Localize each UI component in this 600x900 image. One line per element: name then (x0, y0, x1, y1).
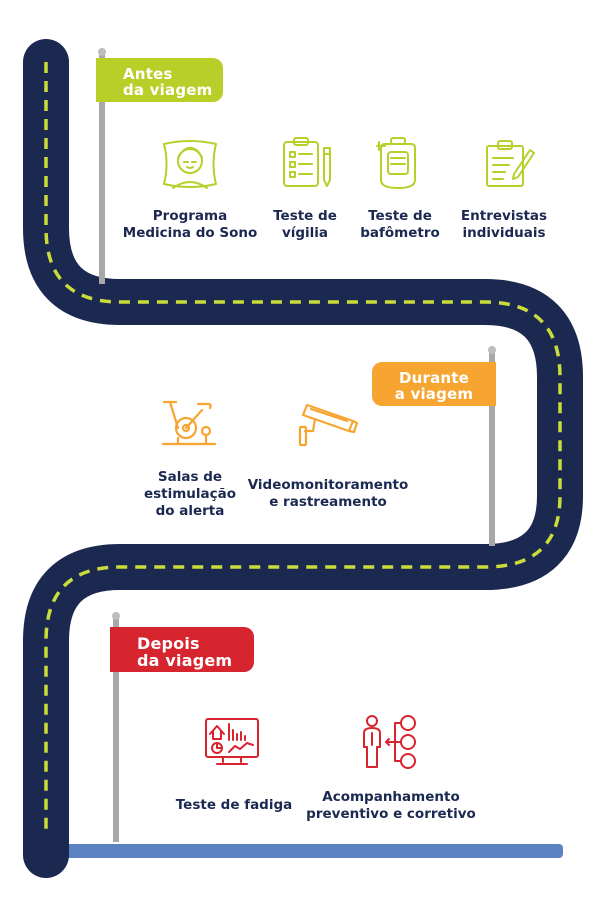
item-label-acompanhamento: Acompanhamento preventivo e corretivo (306, 789, 476, 822)
pole-after (113, 616, 119, 842)
person-flowchart-icon (363, 715, 416, 769)
stage-flag-during: Durante a viagem (372, 362, 496, 406)
exercise-bike-icon (161, 400, 217, 446)
stage-flag-after: Depois da viagem (110, 627, 254, 672)
item-label-teste-fadiga: Teste de fadiga (175, 797, 293, 813)
road-center-dashes (44, 62, 562, 835)
ground-line (45, 844, 563, 858)
notepad-pencil-icon (486, 140, 535, 187)
pole-before (99, 52, 105, 284)
pole-during (489, 350, 495, 546)
clipboard-checklist-icon (283, 137, 331, 187)
stage-flag-before: Antes da viagem (96, 58, 223, 102)
stage-flag-during-line2: a viagem (394, 385, 474, 403)
item-label-medicina-sono: Programa Medicina do Sono (122, 208, 258, 241)
sleep-pillow-icon (163, 140, 217, 189)
stage-flag-before-line2: da viagem (123, 81, 213, 99)
stage-flag-before-line1: Antes (123, 65, 173, 83)
item-label-videomonitoramento: Videomonitoramento e rastreamento (247, 477, 409, 510)
stage-flag-after-line1: Depois (137, 634, 200, 653)
breathalyzer-icon (376, 137, 416, 189)
stage-flag-after-line2: da viagem (137, 651, 233, 670)
security-camera-icon (298, 403, 359, 447)
item-label-entrevistas: Entrevistas individuais (460, 208, 548, 241)
item-label-salas-estimulacao: Salas de estimulação do alerta (143, 469, 237, 519)
item-label-teste-vigilia: Teste de vígilia (273, 208, 337, 241)
monitor-dashboard-icon (205, 718, 259, 765)
stage-flag-during-line1: Durante (398, 369, 470, 387)
item-label-teste-bafometro: Teste de bafômetro (360, 208, 440, 241)
